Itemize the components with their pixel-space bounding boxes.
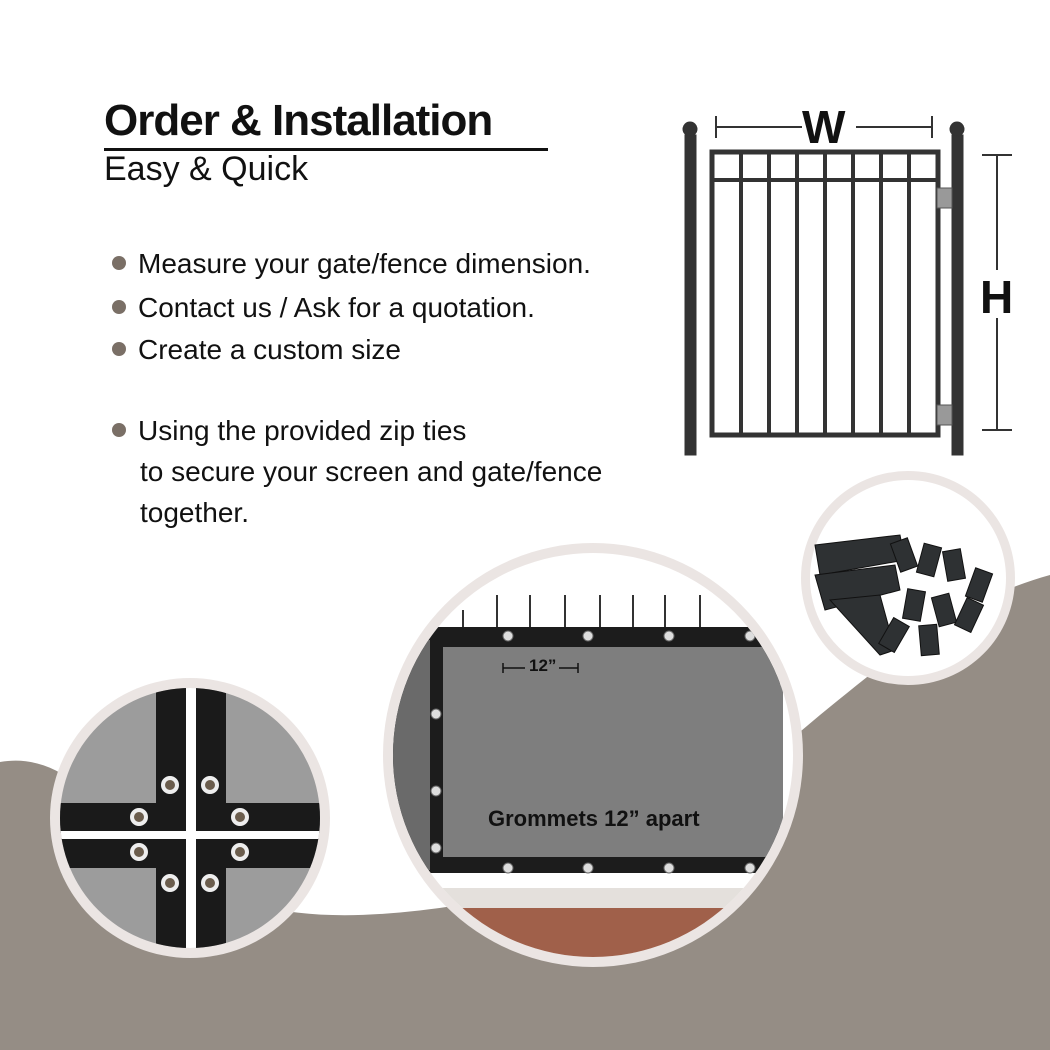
step-contact: Contact us / Ask for a quotation. — [112, 287, 535, 328]
bullet-icon — [112, 341, 126, 356]
step-text: Measure your gate/fence dimension. — [138, 248, 591, 279]
title-underline — [104, 148, 548, 151]
step-text-continued: together. — [140, 497, 249, 528]
gate-diagram — [682, 116, 1012, 456]
zip-ties-photo — [801, 471, 1015, 685]
bullet-icon — [112, 422, 126, 437]
bullet-icon — [112, 255, 126, 270]
height-label: H — [980, 271, 1014, 323]
spacing-label: 12” — [529, 656, 557, 675]
page-subtitle: Easy & Quick — [104, 150, 309, 188]
screen-photo — [383, 543, 803, 967]
width-label: W — [802, 101, 846, 153]
page-title: Order & Installation — [104, 96, 493, 145]
step-text: Contact us / Ask for a quotation. — [138, 292, 535, 323]
step-measure: Measure your gate/fence dimension. — [112, 243, 591, 284]
step-zip-ties: Using the provided zip ties to secure yo… — [112, 410, 602, 533]
step-custom-size: Create a custom size — [112, 329, 401, 370]
step-text-continued: to secure your screen and gate/fence — [140, 456, 603, 487]
bullet-icon — [112, 299, 126, 314]
grommet-caption: Grommets 12” apart — [488, 806, 700, 831]
grommet-closeup-photo — [50, 678, 330, 958]
step-text: Create a custom size — [138, 334, 401, 365]
step-text: Using the provided zip ties — [138, 415, 467, 446]
